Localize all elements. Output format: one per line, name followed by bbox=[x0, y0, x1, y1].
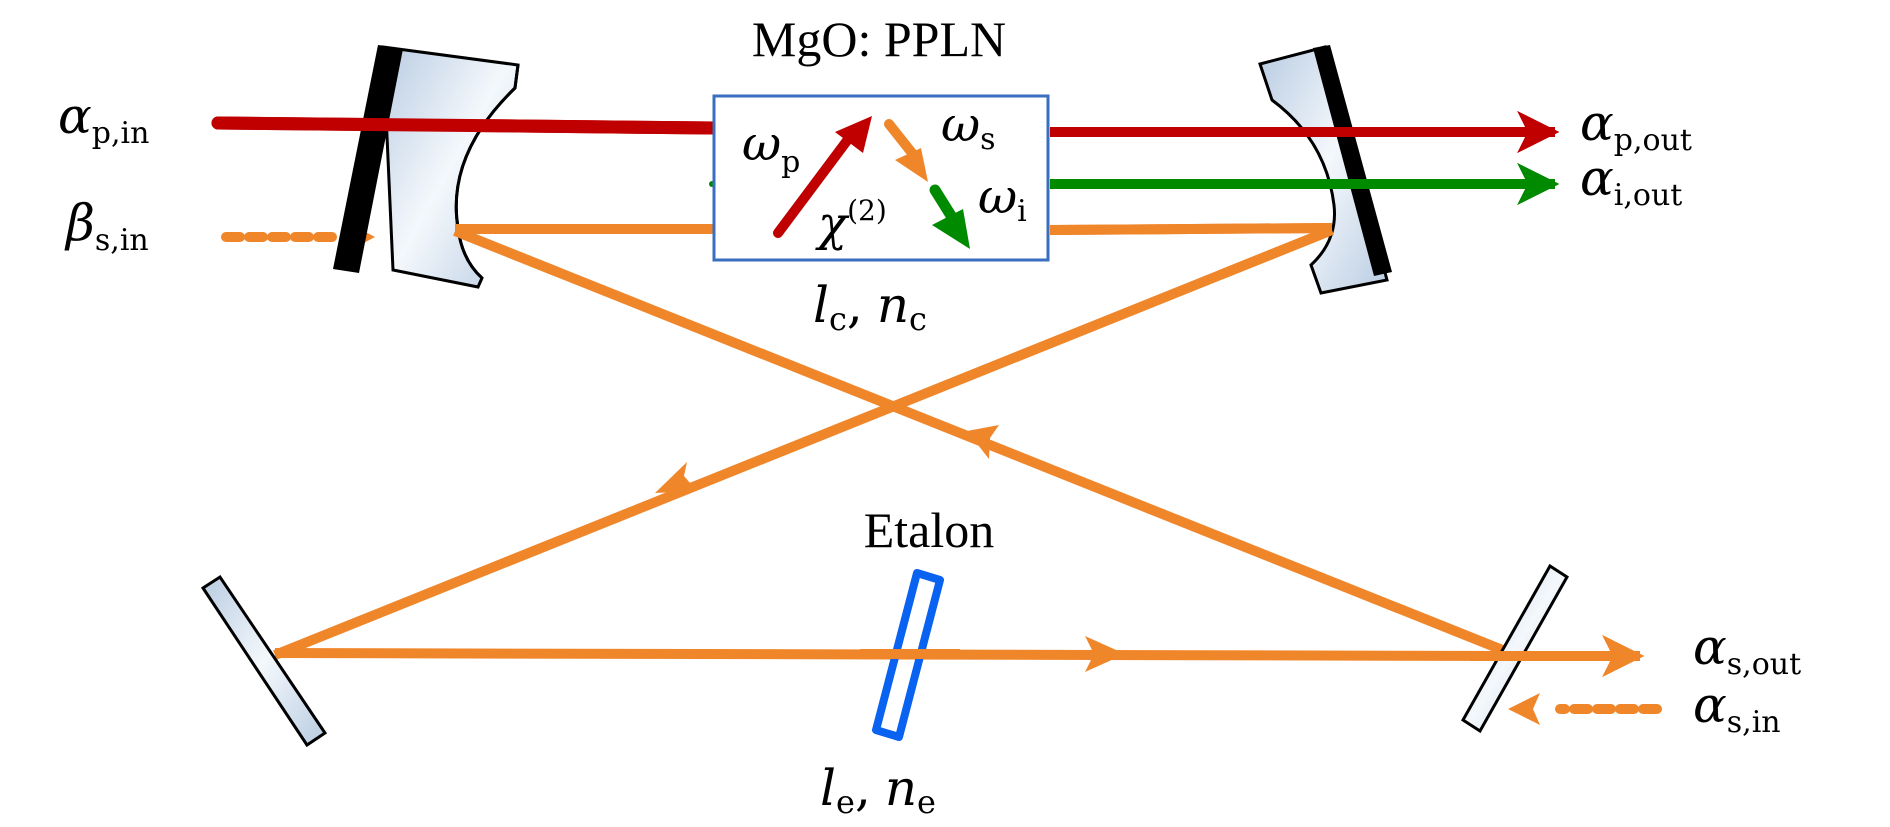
arrowhead-diagonal-2 bbox=[655, 462, 697, 493]
signal-beam-over-2 bbox=[453, 226, 562, 278]
arrowhead-diagonal-1 bbox=[967, 425, 999, 459]
etalon-element bbox=[872, 569, 944, 741]
mirror-coating bbox=[333, 45, 403, 273]
omega-i-label: ωi bbox=[978, 169, 1027, 229]
fold-mirror-left bbox=[200, 574, 328, 748]
crystal-params-label: lc,nc bbox=[813, 276, 927, 338]
output-coupler-mirror bbox=[1460, 563, 1570, 734]
pump-in-label: αp,in bbox=[58, 87, 149, 151]
crystal-signal-arrow bbox=[884, 119, 921, 163]
omega-s-label: ωs bbox=[941, 97, 996, 157]
chi2-label: χ(2) bbox=[815, 194, 887, 252]
signal-out-label: αs,out bbox=[1693, 618, 1801, 682]
idler-out-label: αi,out bbox=[1580, 149, 1682, 213]
crystal-idler-arrowhead bbox=[932, 209, 970, 249]
crystal-pump-arrow bbox=[773, 125, 860, 238]
pump-out-label: αp,out bbox=[1580, 94, 1692, 158]
signal-in-label: αs,in bbox=[1693, 676, 1781, 740]
crystal-name-label: MgO: PPLN bbox=[752, 11, 1006, 67]
signal-beam-over-4 bbox=[1218, 225, 1334, 280]
etalon-params-label: le,ne bbox=[820, 759, 936, 821]
crystal-signal-arrowhead bbox=[895, 148, 928, 182]
etalon-name-label: Etalon bbox=[864, 502, 995, 558]
signal-beam-over-3 bbox=[1049, 223, 1333, 235]
signal-beam-diagonal-2 bbox=[273, 225, 1334, 660]
arrowhead-bottom bbox=[1085, 636, 1125, 672]
output-mirror-top bbox=[1258, 45, 1392, 295]
seed-in-label: βs,in bbox=[64, 194, 149, 258]
mirror-coating bbox=[1313, 45, 1392, 276]
input-coupler-mirror bbox=[333, 45, 520, 289]
signal-in-arrowhead bbox=[1508, 693, 1540, 725]
omega-p-label: ωp bbox=[742, 116, 800, 180]
pump-beam-in-over bbox=[211, 116, 722, 135]
crystal-box bbox=[712, 94, 1050, 262]
crystal-pump-arrowhead bbox=[835, 116, 872, 153]
